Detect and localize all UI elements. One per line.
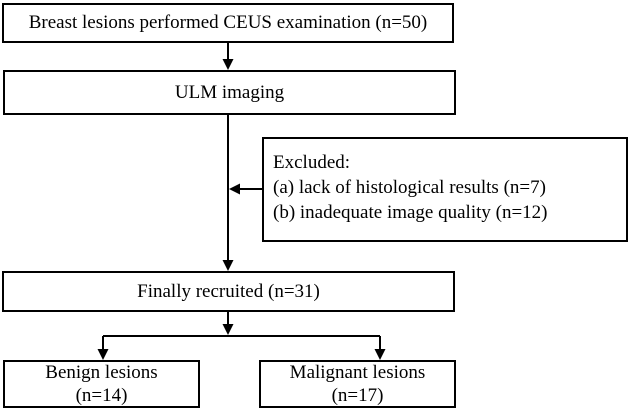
box-finally-recruited: Finally recruited (n=31) (2, 271, 455, 312)
box-finally-recruited-label: Finally recruited (n=31) (137, 280, 320, 302)
box-breast-lesions: Breast lesions performed CEUS examinatio… (2, 3, 454, 43)
arrow-recruited-to-branch (222, 312, 234, 335)
arrow-top-to-ulm (222, 42, 234, 70)
arrow-branch-benign (97, 336, 109, 360)
box-breast-lesions-label: Breast lesions performed CEUS examinatio… (28, 12, 428, 34)
arrowhead-down-icon (222, 59, 234, 70)
arrow-excluded-to-main (229, 183, 262, 195)
arrow-branch-malignant (374, 336, 386, 360)
arrowhead-down-icon (222, 260, 234, 271)
excluded-item-a: (a) lack of histological results (n=7) (273, 177, 546, 198)
box-benign-lesions: Benign lesions (n=14) (3, 360, 200, 408)
box-benign-lesions-label: Benign lesions (45, 362, 158, 383)
arrowhead-down-icon (222, 324, 234, 335)
box-malignant-lesions: Malignant lesions (n=17) (259, 360, 456, 408)
arrowhead-left-icon (229, 183, 240, 195)
excluded-item-b: (b) inadequate image quality (n=12) (273, 202, 548, 223)
box-ulm-imaging-label: ULM imaging (174, 81, 285, 103)
excluded-title: Excluded: (273, 152, 351, 173)
box-benign-lesions-count: (n=14) (75, 385, 128, 406)
box-ulm-imaging: ULM imaging (3, 70, 456, 115)
box-malignant-lesions-count: (n=17) (331, 385, 384, 406)
arrowhead-down-icon (97, 349, 109, 360)
arrow-ulm-to-recruited (222, 115, 234, 271)
box-excluded: Excluded: (a) lack of histological resul… (262, 137, 628, 242)
box-malignant-lesions-label: Malignant lesions (289, 362, 426, 383)
arrowhead-down-icon (374, 349, 386, 360)
